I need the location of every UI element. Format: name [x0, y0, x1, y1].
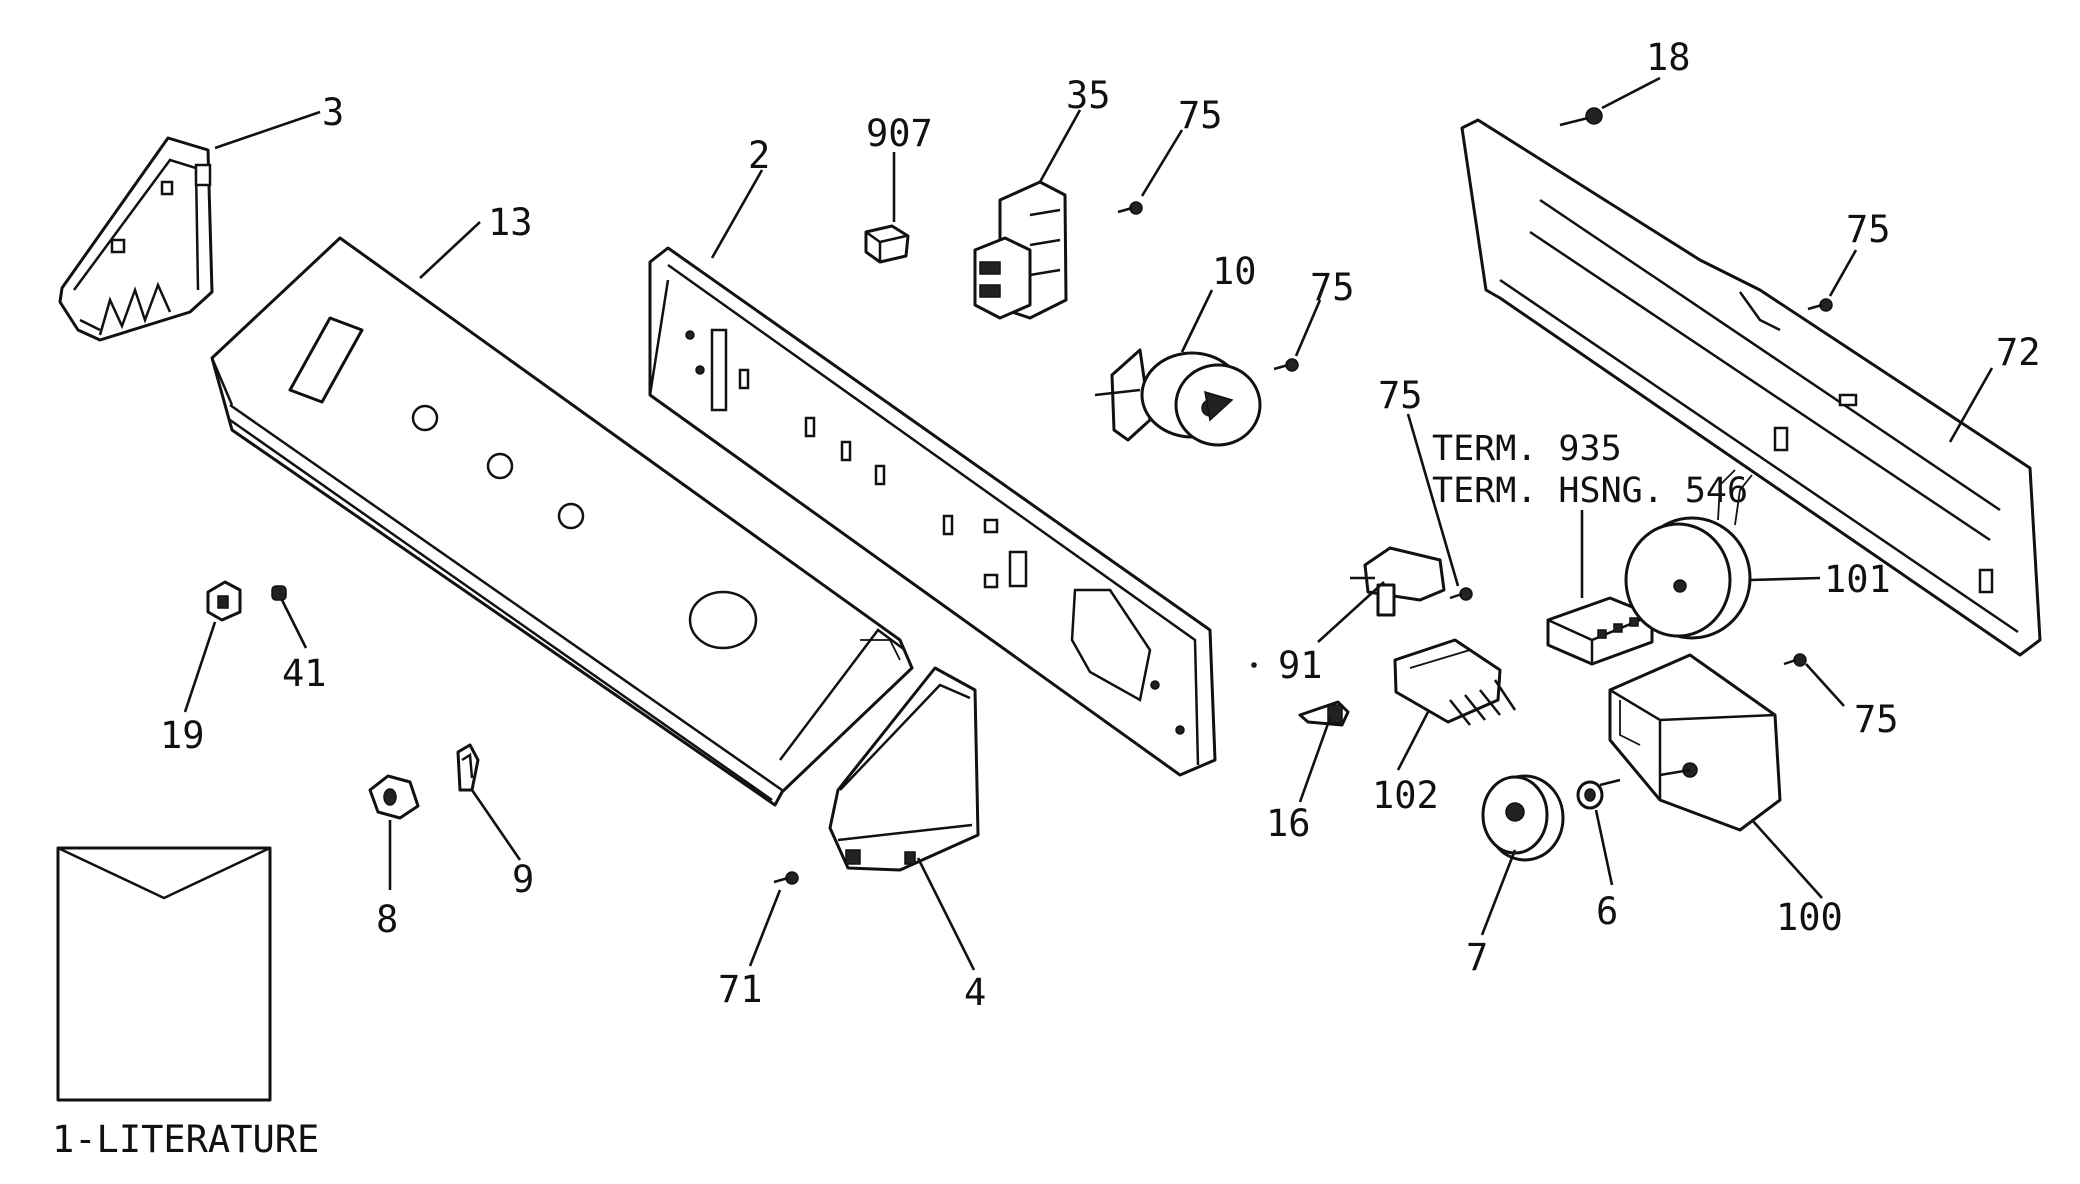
- screw-75-mid: [1273, 358, 1299, 372]
- label-101: 101: [1824, 558, 1891, 601]
- part-35-switch: [973, 180, 1068, 320]
- label-term-hsng-546: TERM. HSNG. 546: [1432, 471, 1748, 511]
- part-7-knob: [1481, 774, 1565, 862]
- part-2-control-panel-frame: [648, 246, 1217, 777]
- label-9: 9: [512, 858, 534, 901]
- stray-dot: [1251, 662, 1257, 668]
- part-19-button: [206, 580, 242, 622]
- label-35: 35: [1066, 74, 1111, 117]
- leader-lines: [183, 76, 1994, 971]
- part-101-timer-motor: [1624, 469, 1753, 640]
- part-91-switch: [1350, 546, 1446, 617]
- part-907-connector: [864, 224, 910, 264]
- label-102: 102: [1372, 774, 1439, 817]
- label-75-switch: 75: [1378, 374, 1423, 417]
- label-8: 8: [376, 898, 398, 941]
- label-18: 18: [1646, 36, 1691, 79]
- part-41-spring: [271, 585, 287, 601]
- label-907: 907: [866, 112, 933, 155]
- label-2: 2: [748, 134, 770, 177]
- label-72: 72: [1996, 331, 2041, 374]
- label-13: 13: [488, 201, 533, 244]
- label-16: 16: [1266, 802, 1311, 845]
- label-75-panel: 75: [1846, 208, 1891, 251]
- part-labels: 3 13 2 907 35 75 10 75 18 75 72 75 TERM.…: [52, 36, 2041, 1161]
- screw-71: [773, 871, 799, 885]
- screws: [773, 107, 1833, 885]
- label-41: 41: [282, 652, 327, 695]
- part-102-terminal-block: [1393, 638, 1517, 726]
- label-91: 91: [1278, 644, 1323, 687]
- part-100-timer: [1608, 653, 1782, 832]
- label-4: 4: [964, 971, 986, 1014]
- part-16-pin: [1298, 700, 1350, 727]
- screw-75-timer: [1783, 653, 1807, 667]
- label-75-mid: 75: [1310, 266, 1355, 309]
- label-7: 7: [1466, 936, 1488, 979]
- part-4-right-end-cap: [828, 666, 980, 872]
- label-71: 71: [718, 968, 763, 1011]
- part-9-clip: [456, 743, 480, 792]
- part-13-console-panel: [210, 236, 914, 807]
- label-75-top: 75: [1178, 94, 1223, 137]
- part-8-button: [368, 774, 420, 820]
- screw-75-top: [1117, 201, 1143, 215]
- label-3: 3: [322, 91, 344, 134]
- label-75-timer: 75: [1854, 698, 1899, 741]
- label-1-literature: 1-LITERATURE: [52, 1118, 319, 1161]
- part-3-left-end-cap: [58, 136, 214, 342]
- label-10: 10: [1212, 250, 1257, 293]
- part-10-rotary-switch: [1094, 348, 1262, 447]
- label-6: 6: [1596, 890, 1618, 933]
- part-1-literature-envelope: [56, 846, 272, 1102]
- term-housing-546: [1546, 596, 1654, 666]
- label-100: 100: [1776, 896, 1843, 939]
- screw-18: [1559, 107, 1603, 127]
- screw-75-panel: [1807, 298, 1833, 312]
- screw-75-switch: [1449, 587, 1473, 601]
- part-72-rear-panel: [1460, 118, 2042, 657]
- part-6-spring-washer: [1576, 780, 1604, 810]
- label-term-935: TERM. 935: [1432, 429, 1622, 469]
- label-19: 19: [160, 714, 205, 757]
